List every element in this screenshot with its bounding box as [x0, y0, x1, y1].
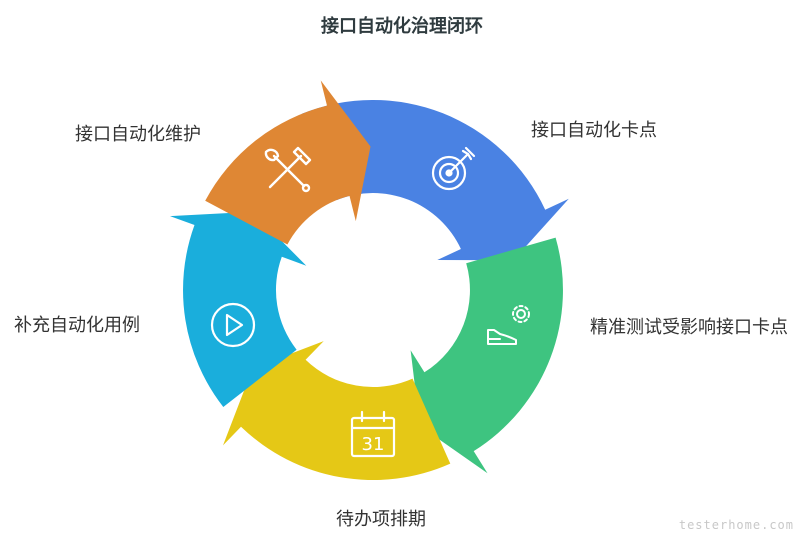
- step-label-add-cases: 补充自动化用例: [14, 315, 140, 336]
- step-label-precision-test: 精准测试受影响接口卡点: [590, 317, 788, 338]
- diagram-title: 接口自动化治理闭环: [321, 16, 483, 37]
- step-label-backlog-scheduling: 待办项排期: [336, 509, 426, 530]
- step-label-checkpoint: 接口自动化卡点: [531, 120, 657, 141]
- tools-icon: [264, 146, 312, 193]
- gear-shoe-icon: [487, 305, 530, 345]
- calendar-day-text: 31: [362, 434, 385, 455]
- step-label-maintenance: 接口自动化维护: [75, 124, 201, 145]
- calendar-icon: 31: [350, 410, 396, 458]
- watermark: testerhome.com: [678, 518, 794, 532]
- play-icon: [210, 302, 256, 348]
- target-icon: [431, 146, 476, 191]
- cycle-arrow-4: [170, 211, 307, 407]
- cycle-arrow-2: [410, 237, 563, 474]
- cycle-arrow-5: [205, 80, 371, 245]
